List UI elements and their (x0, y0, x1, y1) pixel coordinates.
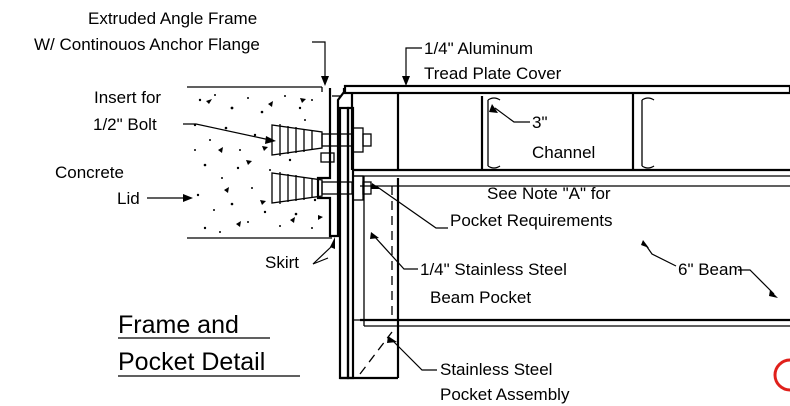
label-beam: 6" Beam (678, 260, 743, 279)
leader-lines (147, 41, 778, 371)
title-line2: Pocket Detail (118, 348, 265, 376)
label-pocket-assembly-line2: Pocket Assembly (440, 385, 570, 404)
label-channel-line2: Channel (532, 143, 595, 162)
label-note-line1: See Note "A" for (487, 184, 611, 203)
label-insert-line1: Insert for (94, 88, 161, 107)
label-beam-pocket-line2: Beam Pocket (430, 288, 531, 307)
bolt-lower (271, 172, 372, 204)
extruded-angle-frame (316, 88, 346, 238)
label-note-line2: Pocket Requirements (450, 211, 613, 230)
six-inch-beam (360, 176, 790, 327)
label-concrete-line2: Lid (117, 189, 140, 208)
label-concrete-line1: Concrete (55, 163, 124, 182)
label-angle-frame-line2: W/ Continouos Anchor Flange (34, 35, 260, 54)
concrete-lid (187, 86, 332, 239)
concrete-aggregate-pattern (193, 94, 323, 233)
label-angle-frame-line1: Extruded Angle Frame (88, 9, 257, 28)
label-tread-plate-line1: 1/4" Aluminum (424, 39, 533, 58)
label-insert-line2: 1/2" Bolt (93, 115, 157, 134)
callout-circle-fragment (773, 358, 790, 392)
label-channel-line1: 3" (532, 113, 548, 132)
label-skirt: Skirt (265, 253, 299, 272)
beam-pocket-hidden-lines (359, 186, 393, 375)
tread-plate-cover (343, 84, 790, 95)
label-tread-plate-line2: Tread Plate Cover (424, 64, 562, 83)
label-beam-pocket-line1: 1/4" Stainless Steel (420, 260, 567, 279)
bolt-upper (271, 124, 372, 156)
channel-section (350, 93, 790, 177)
title-line1: Frame and (118, 311, 239, 339)
label-pocket-assembly-line1: Stainless Steel (440, 360, 552, 379)
